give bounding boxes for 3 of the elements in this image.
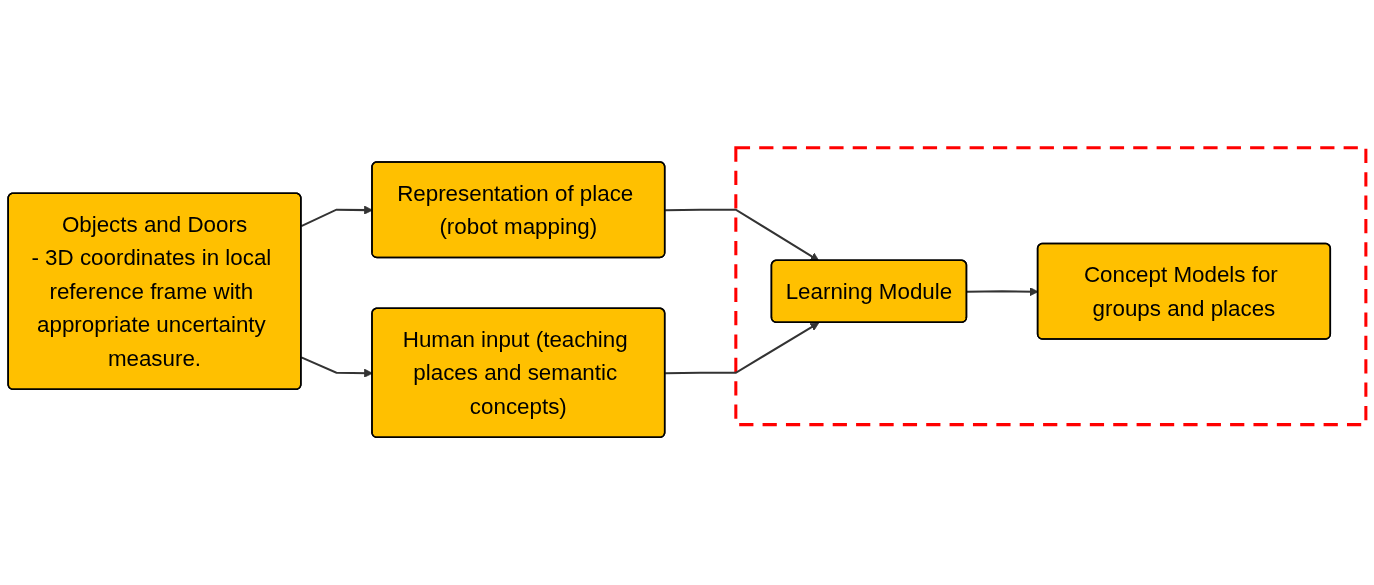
arrow — [665, 322, 820, 375]
cluster — [734, 146, 1368, 427]
arrow — [665, 208, 820, 262]
